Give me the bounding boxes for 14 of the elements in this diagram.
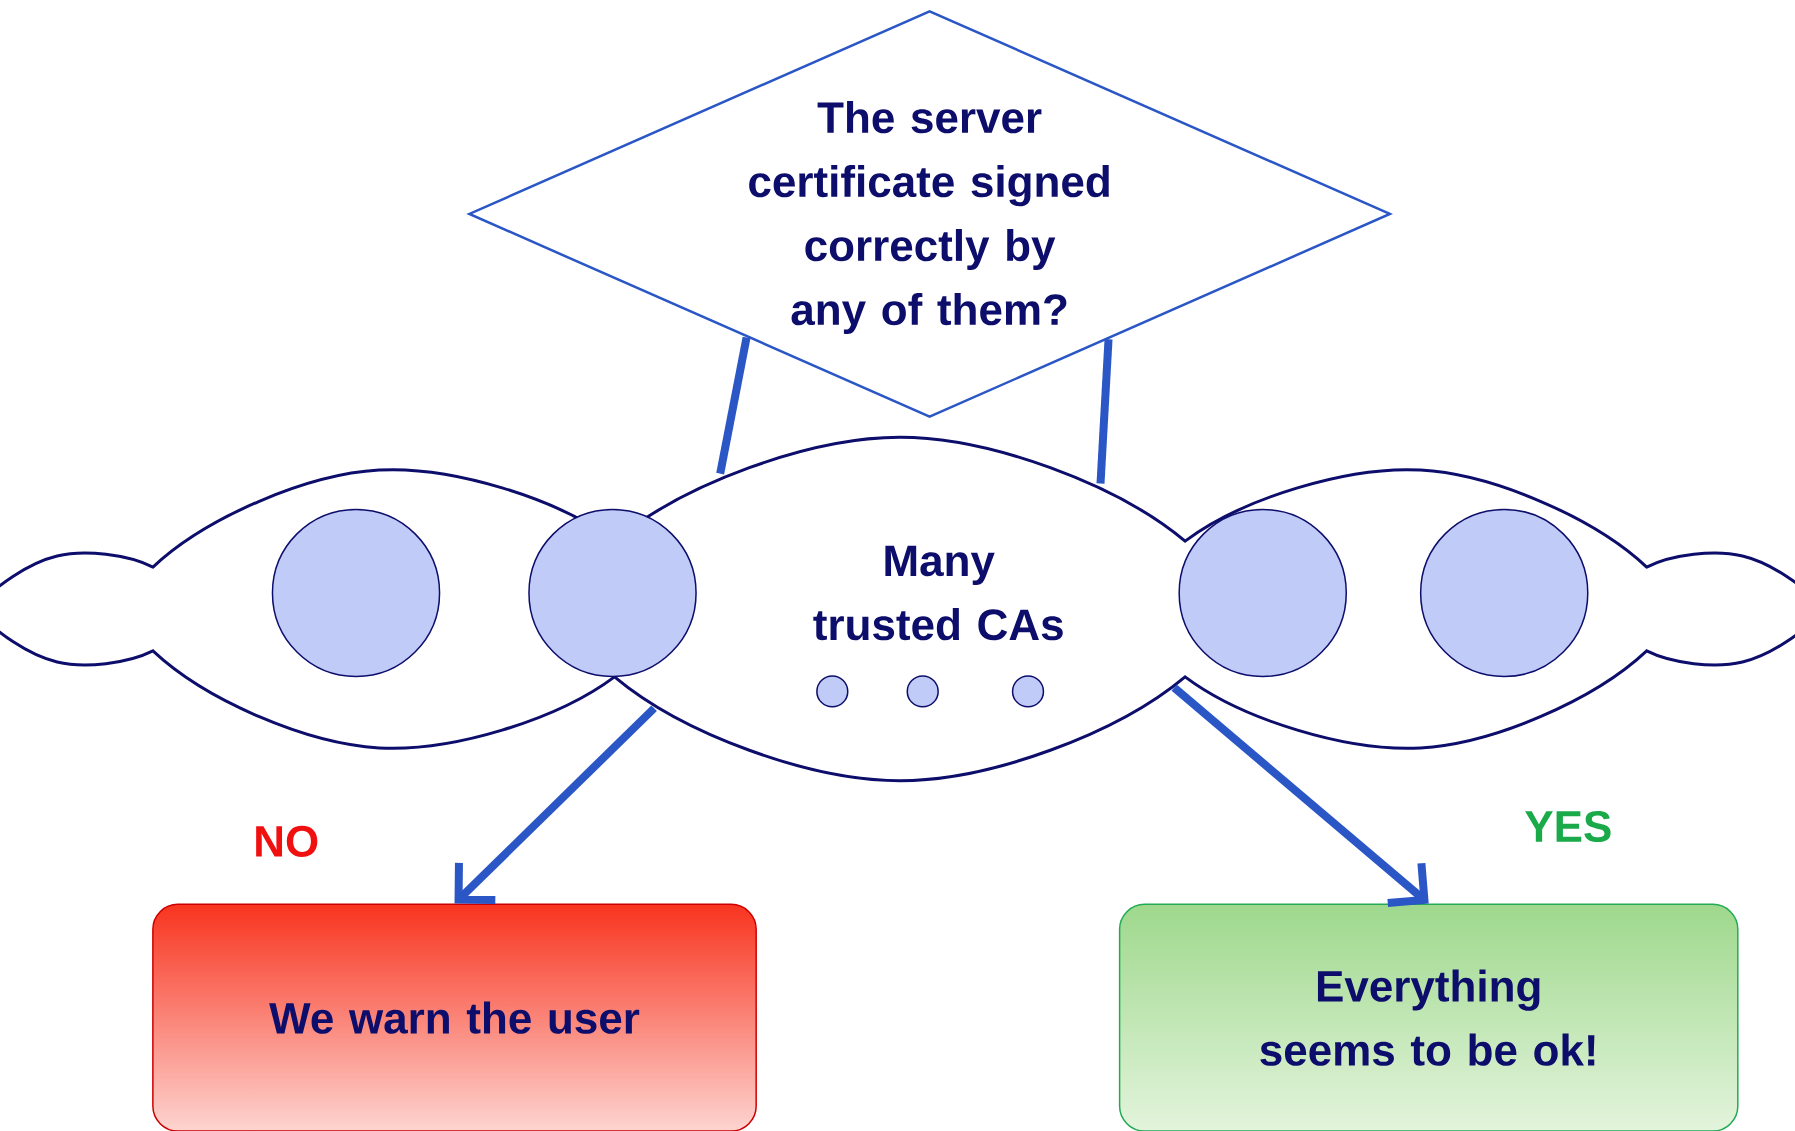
edge-label: YES [1522, 808, 1615, 845]
circle-shape [271, 508, 441, 678]
circle-shape [528, 508, 697, 678]
connector-line [716, 336, 751, 475]
circle-shape [1178, 508, 1347, 678]
circle-shape [906, 675, 939, 708]
circle-shape [1419, 508, 1589, 678]
connector-line [1171, 684, 1429, 907]
circle-shape [1011, 675, 1045, 708]
edge-label: NO [251, 823, 322, 859]
result-box: Everything seems to be ok! [1118, 903, 1739, 1131]
connector-line [454, 705, 657, 905]
result-box: We warn the user [152, 903, 757, 1131]
circle-shape [816, 675, 849, 708]
